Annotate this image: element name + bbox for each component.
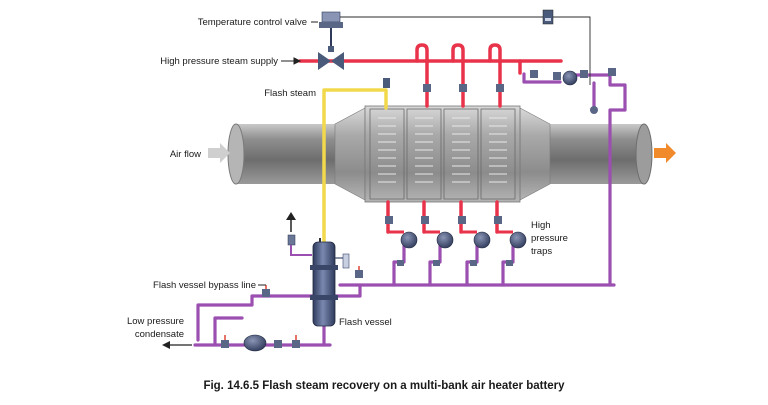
- bank-1: [369, 108, 405, 200]
- high-pressure-trap-4: [494, 216, 527, 249]
- level-gauge: [335, 253, 350, 269]
- heater-battery: [364, 105, 521, 203]
- high-pressure-trap-3: [458, 216, 491, 249]
- label-low-pressure-condensate-1: Low pressure: [127, 316, 184, 327]
- high-pressure-trap-1: [385, 216, 418, 249]
- bank-4: [480, 108, 516, 200]
- vent-arrow: [286, 212, 296, 232]
- figure-caption: Fig. 14.6.5 Flash steam recovery on a mu…: [203, 380, 565, 392]
- temperature-control-valve: [318, 11, 591, 85]
- bank-2: [406, 108, 442, 200]
- battery-thermostat: [383, 78, 390, 88]
- label-high-pressure-traps-1: High: [531, 220, 551, 231]
- lp-condensate-arrow: [162, 341, 192, 349]
- trap-outlet-check-valves: [397, 260, 513, 266]
- label-low-pressure-condensate-2: condensate: [135, 329, 184, 340]
- label-flash-vessel-bypass-line: Flash vessel bypass line: [153, 280, 256, 291]
- header-drop-valves: [423, 84, 504, 92]
- bank-3: [443, 108, 479, 200]
- temperature-sensor: [542, 9, 554, 25]
- bypass-valve: [262, 285, 270, 297]
- label-pointers: [258, 21, 318, 286]
- air-out-arrow: [654, 143, 676, 163]
- label-temperature-control-valve: Temperature control valve: [198, 17, 307, 28]
- label-high-pressure-traps-2: pressure: [531, 233, 568, 244]
- air-in-arrow: [208, 143, 230, 163]
- low-pressure-trap-set: [221, 334, 300, 352]
- label-flash-steam: Flash steam: [264, 88, 316, 99]
- label-high-pressure-traps-3: traps: [531, 246, 552, 257]
- flash-steam-pipe: [322, 88, 388, 247]
- label-high-pressure-steam-supply: High pressure steam supply: [160, 56, 278, 67]
- air-vent-valve: [287, 234, 312, 256]
- label-air-flow: Air flow: [170, 149, 201, 160]
- main-header-trap-set: [530, 68, 616, 114]
- label-flash-vessel: Flash vessel: [339, 317, 392, 328]
- high-pressure-trap-2: [421, 216, 454, 249]
- inlet-valve: [355, 266, 363, 278]
- flash-vessel: [310, 238, 338, 327]
